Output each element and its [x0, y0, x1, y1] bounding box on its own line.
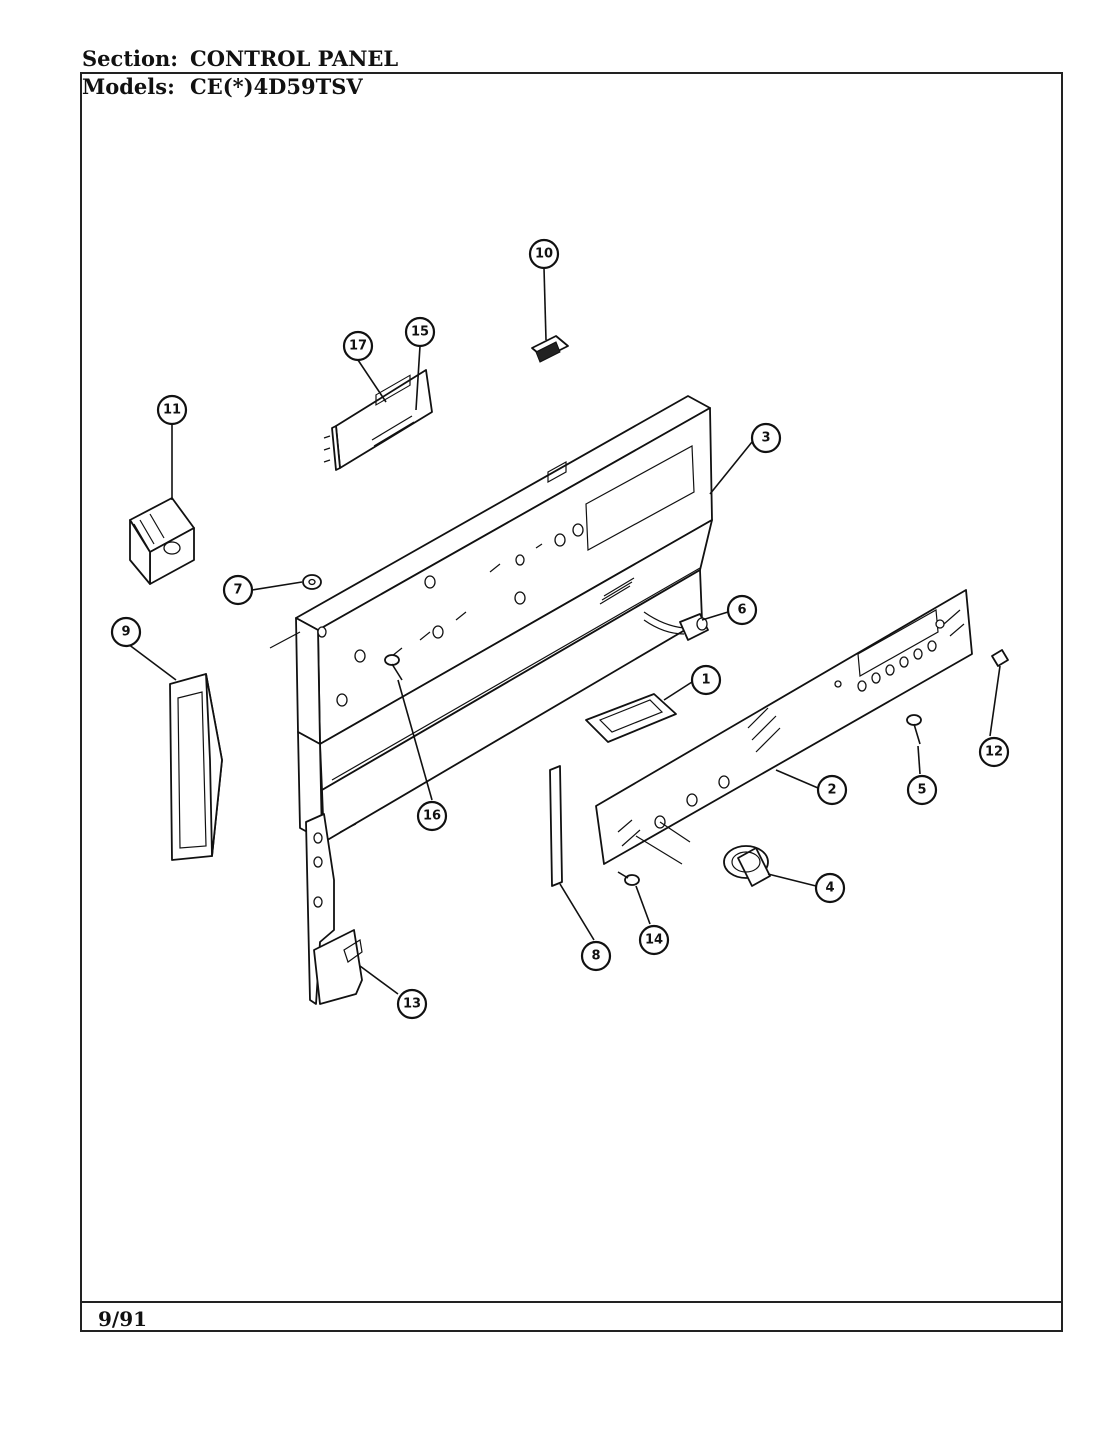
- revision-date: 9/91: [98, 1307, 148, 1331]
- svg-text:4: 4: [825, 881, 834, 896]
- callout-1: 1: [690, 664, 722, 696]
- svg-text:15: 15: [411, 325, 429, 340]
- rocker-switch: [531, 335, 569, 363]
- drawing-frame: [80, 72, 1063, 1332]
- callout-15: 15: [404, 316, 436, 348]
- screw-16: [384, 654, 403, 681]
- svg-text:10: 10: [535, 247, 553, 262]
- small-cap: [991, 649, 1009, 667]
- callout-6: 6: [726, 594, 758, 626]
- svg-text:6: 6: [737, 603, 746, 618]
- end-cap: [169, 673, 223, 861]
- callout-9: 9: [110, 616, 142, 648]
- models-label: Models:: [82, 74, 175, 99]
- mounting-bracket: [305, 813, 363, 1005]
- svg-text:13: 13: [403, 997, 421, 1012]
- svg-text:2: 2: [827, 783, 836, 798]
- screw-14: [617, 871, 640, 886]
- callout-8: 8: [580, 940, 612, 972]
- callout-12: 12: [978, 736, 1010, 768]
- callout-5: 5: [906, 774, 938, 806]
- callout-14: 14: [638, 924, 670, 956]
- callout-3: 3: [750, 422, 782, 454]
- control-panel-housing: [269, 395, 713, 843]
- svg-text:1: 1: [701, 673, 710, 688]
- nut-hole: [308, 578, 316, 586]
- svg-text:14: 14: [645, 933, 663, 948]
- svg-text:11: 11: [163, 403, 181, 418]
- svg-text:9: 9: [121, 625, 130, 640]
- callout-10: 10: [528, 238, 560, 270]
- callout-16: 16: [416, 800, 448, 832]
- callout-2: 2: [816, 774, 848, 806]
- callout-7: 7: [222, 574, 254, 606]
- control-knob: [723, 845, 771, 887]
- svg-text:7: 7: [233, 583, 242, 598]
- screw-5: [906, 714, 922, 745]
- bulb-socket: [643, 611, 709, 641]
- svg-text:8: 8: [591, 949, 600, 964]
- svg-text:16: 16: [423, 809, 441, 824]
- leader-lines: [127, 267, 1001, 995]
- clock-board: [323, 369, 433, 471]
- callout-11: 11: [156, 394, 188, 426]
- svg-text:12: 12: [985, 745, 1003, 760]
- footer-rule: [80, 1301, 1063, 1303]
- front-control-panel: [595, 589, 973, 865]
- infinite-switch: [129, 497, 195, 585]
- callout-4: 4: [814, 872, 846, 904]
- svg-text:17: 17: [349, 339, 367, 354]
- trim-strip: [549, 765, 563, 887]
- svg-text:5: 5: [917, 783, 926, 798]
- models-value: CE(*)4D59TSV: [190, 74, 363, 99]
- section-label: Section:: [82, 46, 179, 71]
- svg-text:3: 3: [761, 431, 770, 446]
- callout-13: 13: [396, 988, 428, 1020]
- section-value: CONTROL PANEL: [190, 46, 399, 71]
- callout-17: 17: [342, 330, 374, 362]
- lens-frame: [585, 693, 677, 743]
